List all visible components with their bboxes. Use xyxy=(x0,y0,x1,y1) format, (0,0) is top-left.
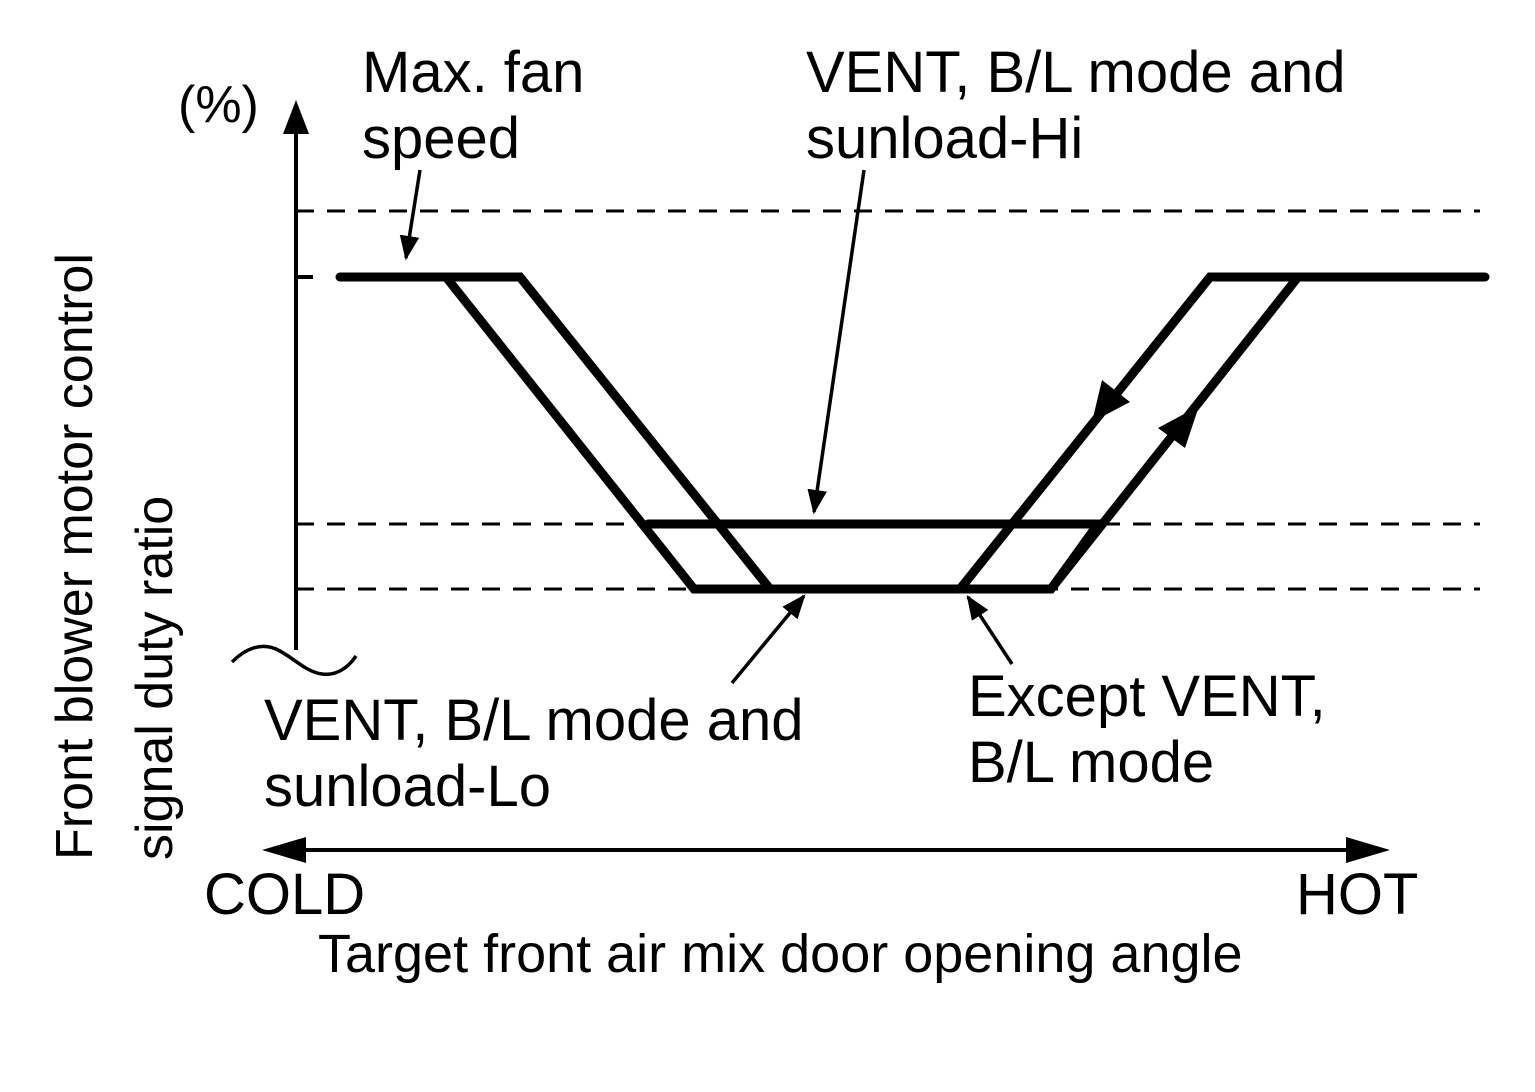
reference-levels xyxy=(296,209,1480,591)
label-max-fan-line2: speed xyxy=(362,106,520,171)
curve-top-left xyxy=(335,272,775,594)
curve-inner-right xyxy=(955,272,1490,594)
leader-sunload-lo xyxy=(730,594,806,685)
leader-sunload-hi xyxy=(807,169,866,515)
axis-break-mark xyxy=(230,644,358,677)
direction-arrows xyxy=(1092,380,1199,448)
y-axis-label-line1: Front blower motor control xyxy=(46,253,104,860)
arrow-down-left-icon xyxy=(1092,380,1130,422)
characteristic-curves xyxy=(335,272,1490,594)
y-axis-arrow-icon xyxy=(283,100,309,134)
x-axis-left-label: COLD xyxy=(204,862,365,927)
y-axis-unit: (%) xyxy=(178,76,259,134)
label-sunload-hi-line1: VENT, B/L mode and xyxy=(806,40,1345,105)
label-sunload-lo-line1: VENT, B/L mode and xyxy=(264,688,803,753)
x-axis-title: Target front air mix door opening angle xyxy=(318,924,1243,984)
label-max-fan-line1: Max. fan xyxy=(362,40,584,105)
leader-max-fan xyxy=(399,169,422,261)
label-except-line1: Except VENT, xyxy=(968,664,1326,729)
leader-lines xyxy=(399,169,1014,685)
leader-except xyxy=(966,594,1014,665)
x-axis-right-label: HOT xyxy=(1296,862,1418,927)
x-axis xyxy=(262,837,1390,863)
label-sunload-hi-line2: sunload-Hi xyxy=(806,106,1083,171)
x-axis-right-arrow-icon xyxy=(1346,837,1390,863)
label-except-line2: B/L mode xyxy=(968,730,1214,795)
label-sunload-lo-line2: sunload-Lo xyxy=(264,754,551,819)
x-axis-left-arrow-icon xyxy=(262,837,306,863)
arrow-up-right-icon xyxy=(1158,406,1199,448)
y-axis-label-line2: signal duty ratio xyxy=(126,496,184,860)
